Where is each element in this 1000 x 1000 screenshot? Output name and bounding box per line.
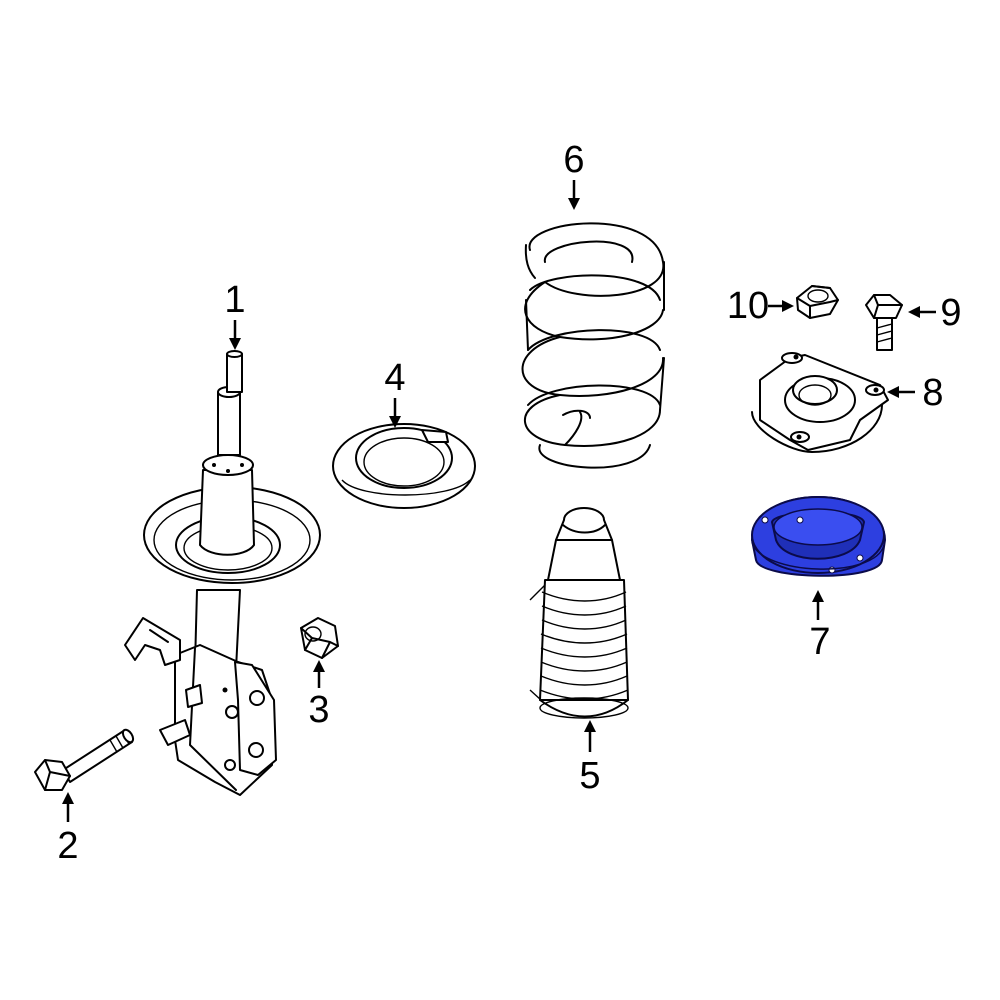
- dust-boot-bumper[interactable]: [529, 507, 629, 719]
- coil-spring[interactable]: [521, 222, 665, 469]
- callout-6: 6: [563, 139, 584, 181]
- callout-5: 5: [579, 755, 600, 797]
- mount-bolt[interactable]: [865, 294, 903, 351]
- callout-2: 2: [57, 825, 78, 867]
- callout-arrows: [62, 180, 936, 822]
- nut[interactable]: [300, 617, 339, 659]
- callout-1: 1: [224, 279, 245, 321]
- callout-8: 8: [922, 372, 943, 414]
- strut-mount[interactable]: [751, 352, 889, 453]
- upper-insulator[interactable]: [751, 496, 886, 577]
- callout-7: 7: [809, 621, 830, 663]
- strut-assembly[interactable]: [124, 350, 321, 796]
- callout-9: 9: [940, 292, 961, 334]
- callout-10: 10: [727, 285, 769, 327]
- lower-spring-seat[interactable]: [332, 423, 476, 509]
- callout-4: 4: [384, 357, 405, 399]
- mount-nut[interactable]: [796, 285, 839, 319]
- callout-labels: 1 2 3 4 5 6 7 8 9 10: [57, 139, 961, 867]
- bolt[interactable]: [34, 728, 135, 791]
- callout-3: 3: [308, 689, 329, 731]
